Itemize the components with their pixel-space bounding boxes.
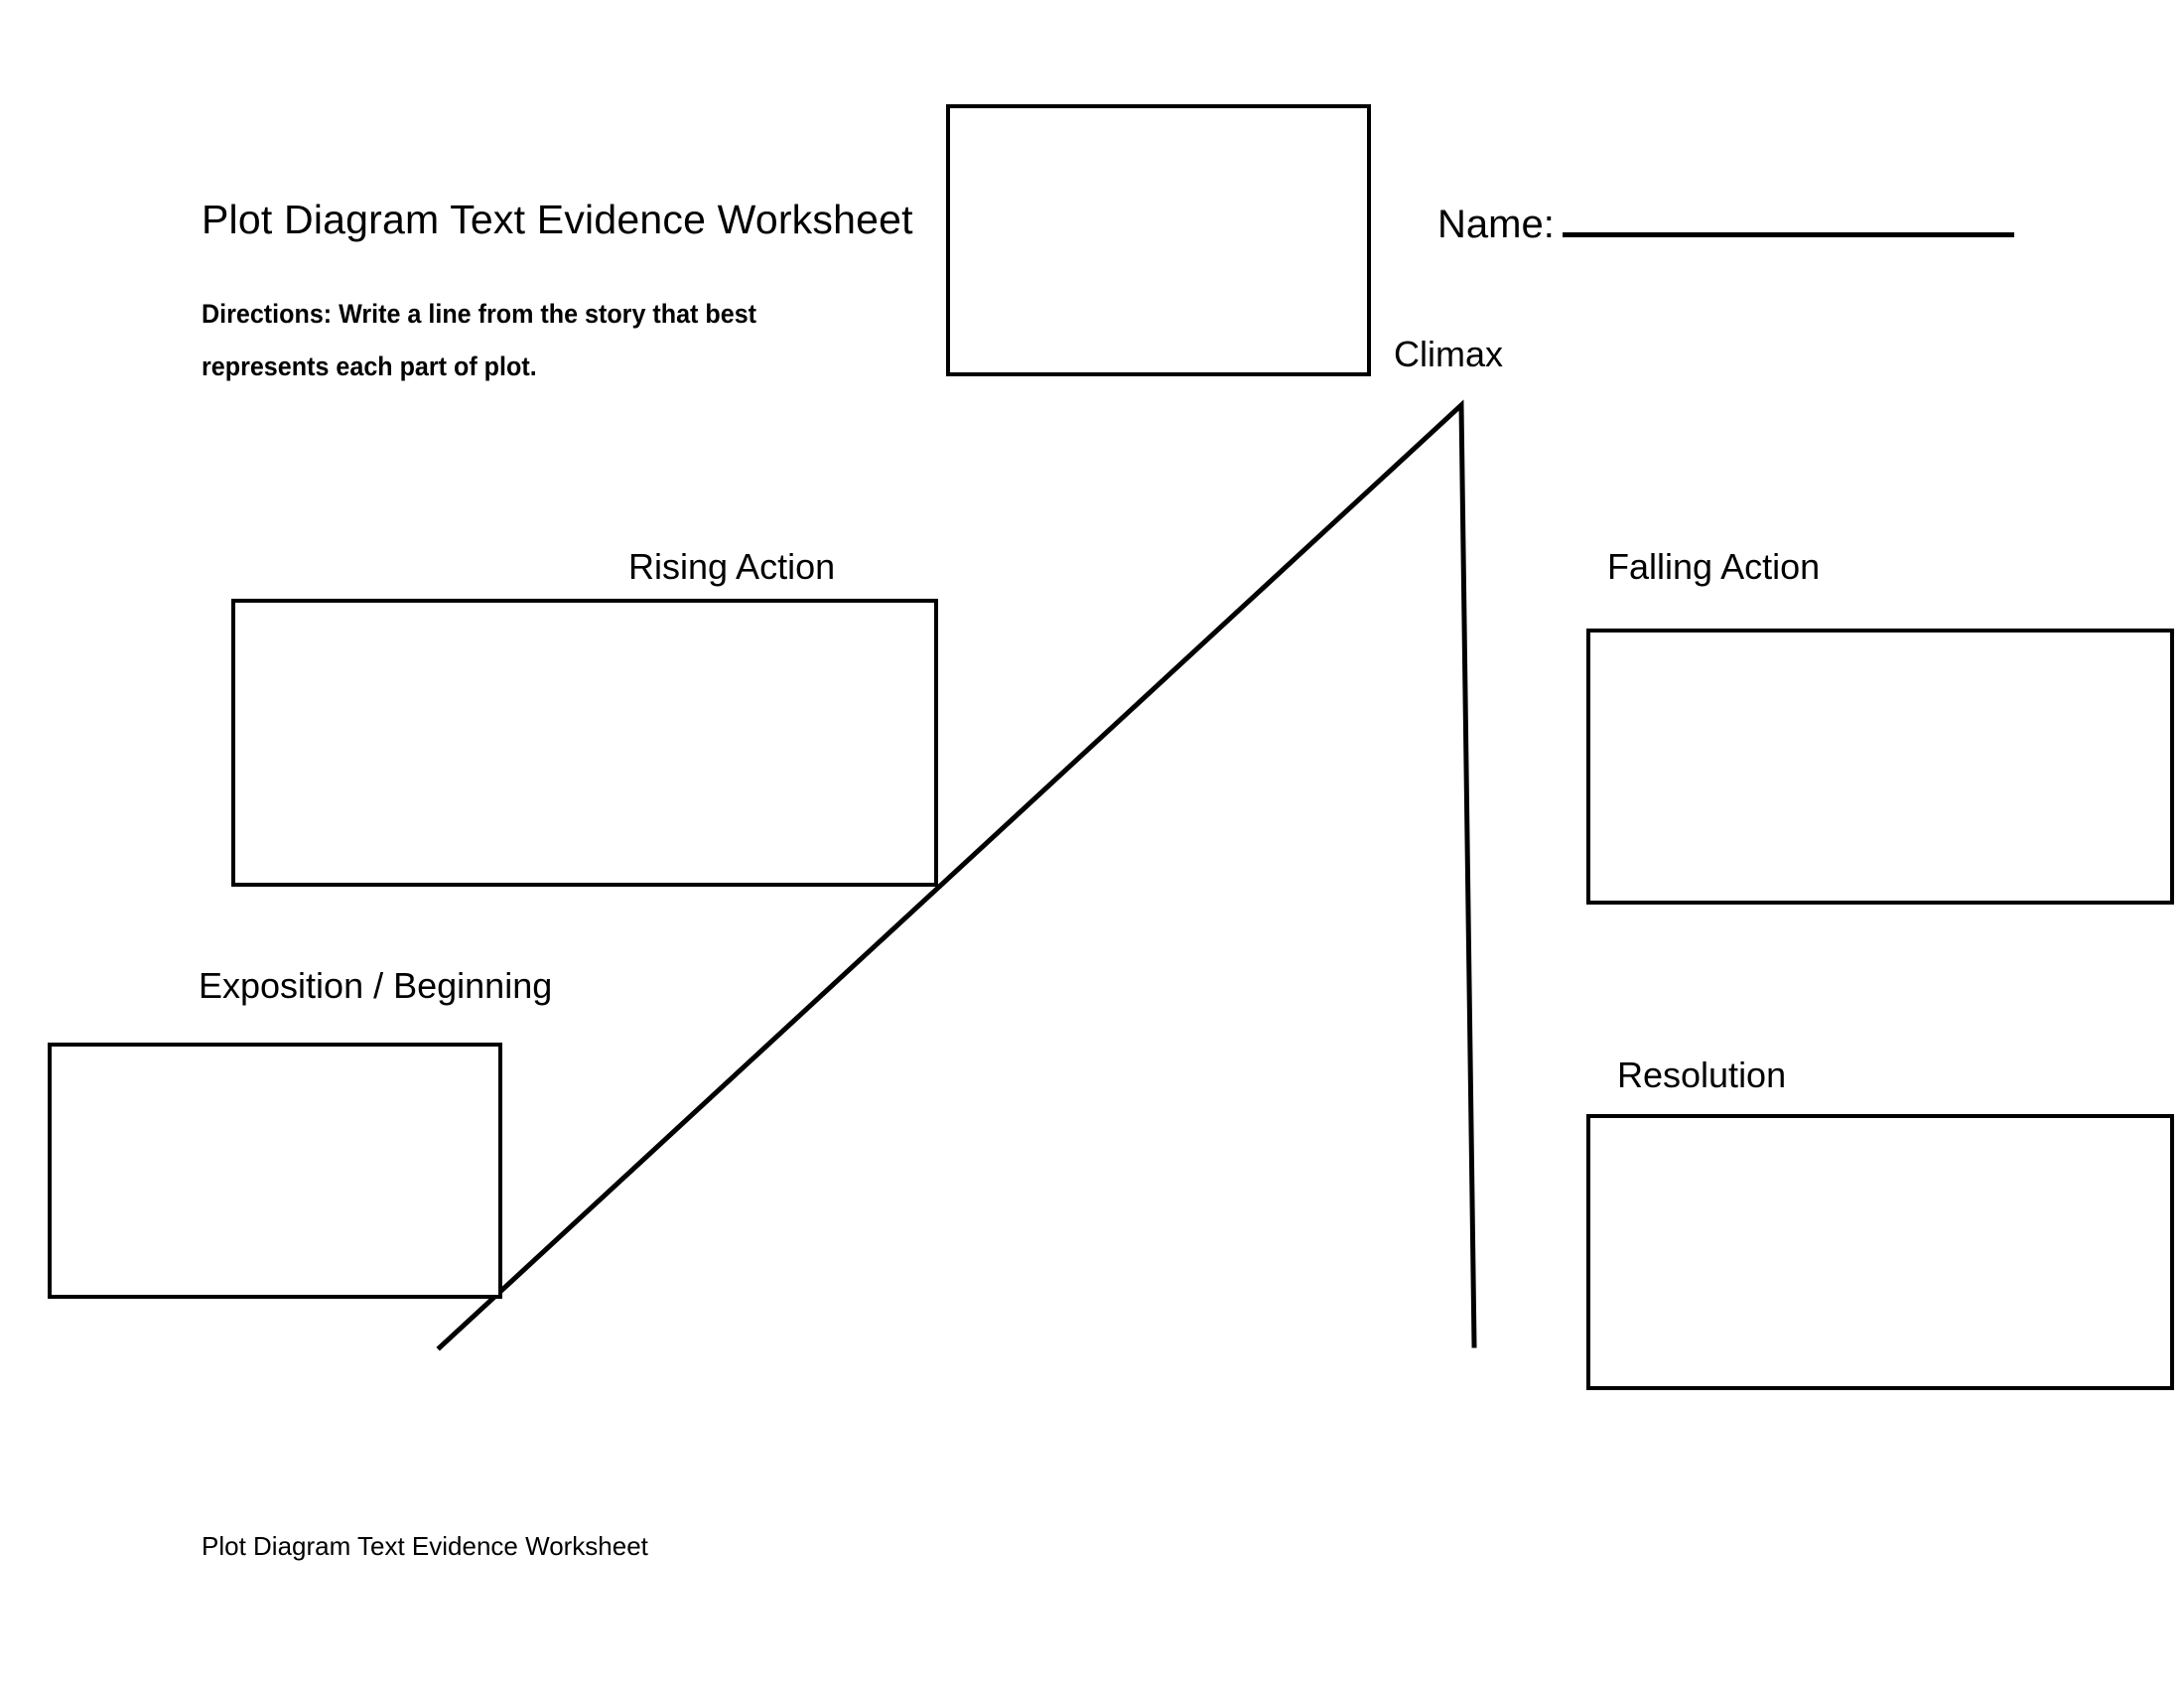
name-input[interactable] bbox=[1562, 199, 2014, 237]
answer-box-exposition[interactable] bbox=[48, 1043, 502, 1299]
stage-label-falling-action: Falling Action bbox=[1607, 546, 1821, 587]
name-label: Name: bbox=[1437, 203, 1555, 246]
answer-box-rising-action[interactable] bbox=[231, 599, 938, 887]
footer-note: Plot Diagram Text Evidence Worksheet bbox=[202, 1531, 648, 1561]
answer-box-climax[interactable] bbox=[946, 104, 1371, 376]
stage-label-exposition: Exposition / Beginning bbox=[199, 965, 553, 1006]
answer-box-falling-action[interactable] bbox=[1586, 629, 2174, 905]
name-field-row: Name: bbox=[1437, 199, 2014, 247]
page-title: Plot Diagram Text Evidence Worksheet bbox=[202, 197, 913, 242]
stage-label-resolution: Resolution bbox=[1617, 1055, 1787, 1095]
answer-box-resolution[interactable] bbox=[1586, 1114, 2174, 1390]
stage-label-climax: Climax bbox=[1394, 334, 1504, 374]
directions-text: Directions: Write a line from the story … bbox=[202, 299, 757, 381]
stage-label-rising-action: Rising Action bbox=[628, 546, 836, 587]
